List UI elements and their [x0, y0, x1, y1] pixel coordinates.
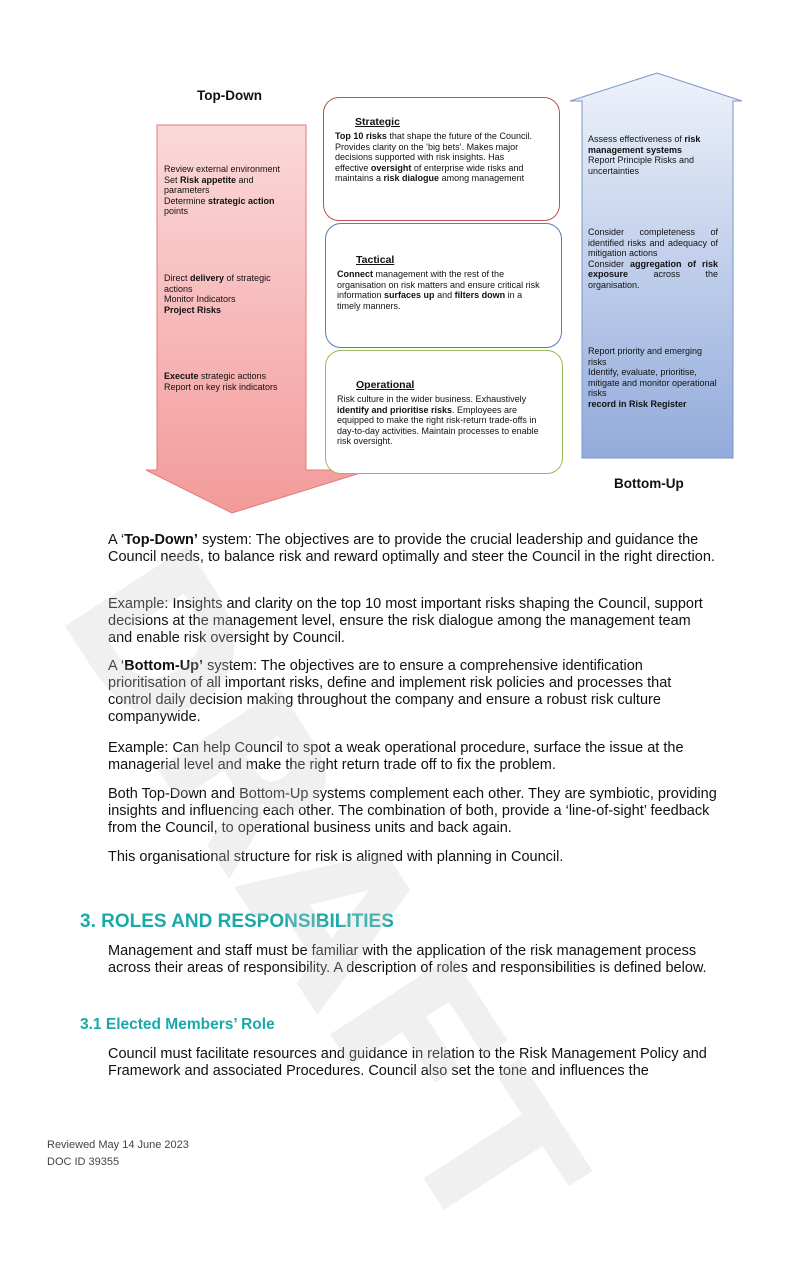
- operational-box: Operational Risk culture in the wider bu…: [325, 350, 563, 474]
- paragraph-example-2: Example: Can help Council to spot a weak…: [108, 740, 684, 773]
- paragraph-example-1: Example: Insights and clarity on the top…: [108, 596, 703, 646]
- operational-text: Risk culture in the wider business. Exha…: [337, 394, 539, 446]
- diagram-line: Assess effectiveness of risk management …: [588, 134, 701, 155]
- top-down-arrow: [145, 124, 371, 514]
- paragraph-top-down: A ‘Top-Down’ system: The objectives are …: [108, 532, 715, 565]
- bottom-up-label: Bottom-Up: [614, 476, 684, 491]
- diagram-line: Direct delivery of strategic actions: [164, 273, 271, 294]
- paragraph-complement: Both Top-Down and Bottom-Up systems comp…: [108, 786, 717, 836]
- tactical-box: Tactical Connect management with the res…: [325, 223, 562, 348]
- diagram-line: Identify, evaluate, prioritise, mitigate…: [588, 367, 717, 398]
- paragraph-bottom-up: A ‘Bottom-Up’ system: The objectives are…: [108, 658, 672, 725]
- diagram-line: Consider aggregation of risk exposure ac…: [588, 258, 718, 290]
- section-heading: 3. ROLES AND RESPONSIBILITIES: [80, 911, 394, 932]
- section-intro: Management and staff must be familiar wi…: [108, 943, 707, 976]
- footer-reviewed: Reviewed May 14 June 2023: [47, 1139, 189, 1151]
- diagram-line: Consider completeness of identified risk…: [588, 227, 718, 258]
- diagram-line: Execute strategic actions: [164, 371, 267, 381]
- right-arrow-group-1: Assess effectiveness of risk management …: [588, 134, 723, 176]
- footer-doc-id: DOC ID 39355: [47, 1156, 120, 1168]
- diagram-line: Determine strategic action points: [164, 195, 275, 217]
- subsection-text: Council must facilitate resources and gu…: [108, 1046, 707, 1079]
- tactical-text: Connect management with the rest of the …: [337, 269, 540, 311]
- strategic-title: Strategic: [355, 116, 400, 128]
- operational-title: Operational: [356, 379, 415, 391]
- subsection-heading: 3.1 Elected Members’ Role: [80, 1016, 275, 1033]
- diagram-line: Report priority and emerging risks: [588, 346, 703, 367]
- diagram-line: Review external environment: [164, 164, 281, 174]
- diagram-arrows: [145, 72, 743, 514]
- strategic-text: Top 10 risks that shape the future of th…: [335, 131, 532, 183]
- top-down-label: Top-Down: [197, 88, 262, 103]
- diagram-line: Set Risk appetite and parameters: [164, 174, 254, 196]
- right-arrow-group-2: Consider completeness of identified risk…: [588, 227, 718, 290]
- diagram-line: Report Principle Risks and uncertainties: [588, 155, 695, 176]
- diagram-line: record in Risk Register: [588, 398, 687, 409]
- diagram-line: Report on key risk indicators: [164, 381, 278, 392]
- diagram-line: Project Risks: [164, 304, 222, 315]
- bottom-up-arrow: [569, 72, 743, 459]
- paragraph-structure: This organisational structure for risk i…: [108, 849, 564, 865]
- tactical-title: Tactical: [356, 254, 395, 266]
- strategic-box: Strategic Top 10 risks that shape the fu…: [323, 97, 560, 221]
- diagram-line: Monitor Indicators: [164, 294, 236, 304]
